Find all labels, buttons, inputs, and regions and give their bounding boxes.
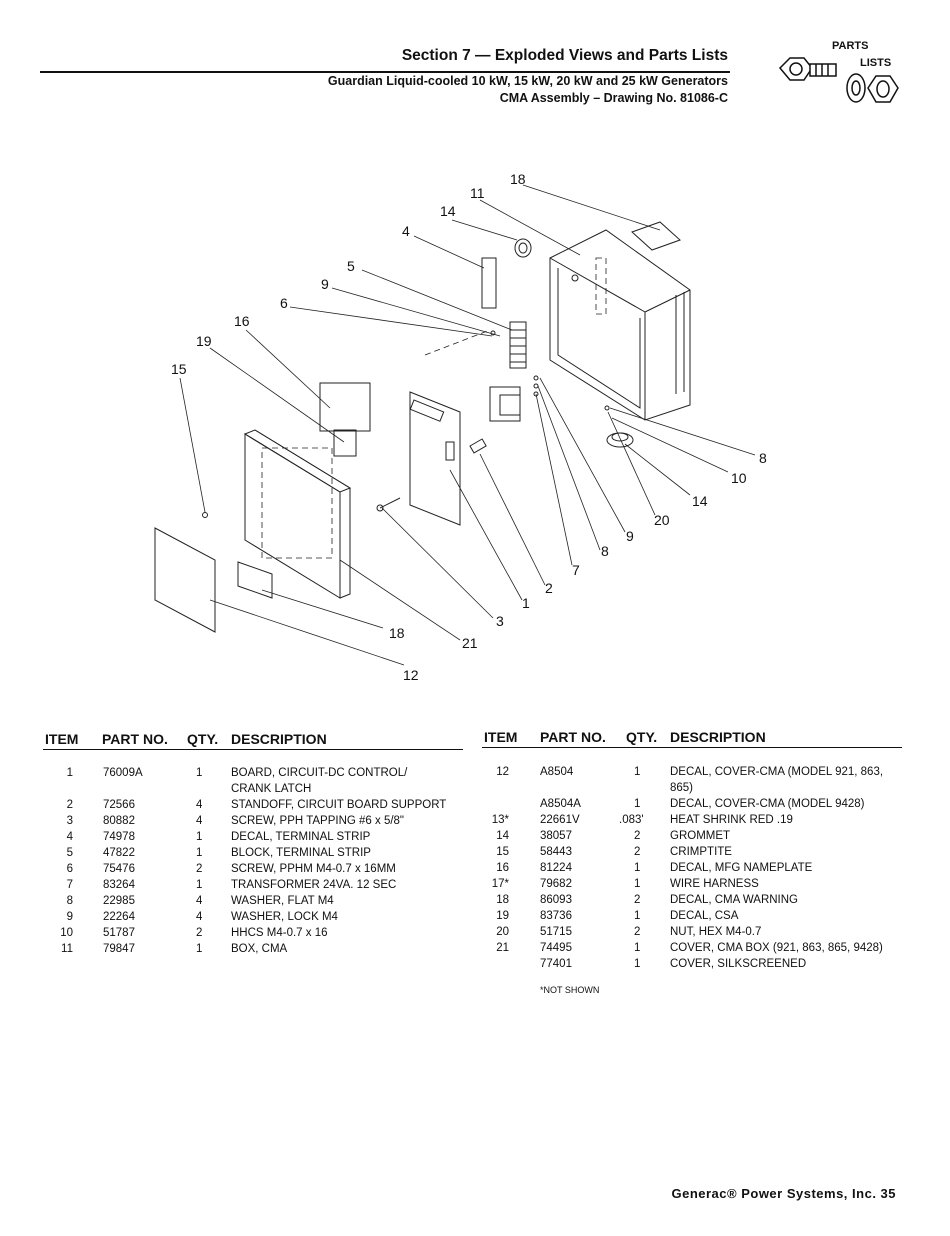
leader-lines xyxy=(179,184,756,666)
callout-14-top: 14 xyxy=(440,203,456,219)
table-row: 18 86093 2 DECAL, CMA WARNING xyxy=(496,894,799,906)
callout-12: 12 xyxy=(403,667,419,683)
terminal-block xyxy=(509,321,527,369)
table-row: 14 38057 2 GROMMET xyxy=(496,830,731,842)
callout-9-bottom: 9 xyxy=(626,528,634,544)
table-row: 8 22985 4 WASHER, FLAT M4 xyxy=(66,895,334,907)
parts-table-right: 12 A8504 1 DECAL, COVER-CMA (MODEL 921, … xyxy=(482,764,902,972)
callout-7: 7 xyxy=(572,562,580,578)
callout-3: 3 xyxy=(496,613,504,629)
callout-11: 11 xyxy=(470,185,485,201)
callout-19: 19 xyxy=(196,333,212,349)
callout-15: 15 xyxy=(171,361,187,377)
callout-9-top: 9 xyxy=(321,276,329,292)
cma-warning-decal-top xyxy=(631,221,681,251)
table-row: 15 58443 2 CRIMPTITE xyxy=(496,846,732,858)
callout-10: 10 xyxy=(731,470,747,486)
table-row: 21 74495 1 COVER, CMA BOX (921, 863, 865… xyxy=(496,942,883,954)
table-row: 7 83264 1 TRANSFORMER 24VA. 12 SEC xyxy=(66,879,397,891)
callout-5: 5 xyxy=(347,258,355,274)
section-title: Section 7 — Exploded Views and Parts Lis… xyxy=(401,47,728,64)
callout-16: 16 xyxy=(234,313,250,329)
col-qty: QTY. xyxy=(626,729,658,745)
table-row: 20 51715 2 NUT, HEX M4-0.7 xyxy=(496,926,762,938)
col-item: ITEM xyxy=(484,729,518,745)
parts-table-left: 1 76009A 1 BOARD, CIRCUIT-DC CONTROL/ CR… xyxy=(43,765,463,957)
table-row: 16 81224 1 DECAL, MFG NAMEPLATE xyxy=(496,862,813,874)
table-row: 3 80882 4 SCREW, PPH TAPPING #6 x 5/8" xyxy=(66,815,405,827)
callout-numbers: 18 11 14 4 5 9 6 16 19 15 8 10 14 20 9 8… xyxy=(171,171,767,683)
col-description: DESCRIPTION xyxy=(231,731,327,747)
callout-6: 6 xyxy=(280,295,288,311)
callout-18-bottom: 18 xyxy=(389,625,405,641)
grommet-bottom xyxy=(606,432,634,448)
badge-label-lists: LISTS xyxy=(860,57,892,69)
header-rule xyxy=(40,71,730,73)
table-header-right: ITEM PART NO. QTY. DESCRIPTION xyxy=(482,729,902,748)
terminal-strip-decal xyxy=(481,257,497,309)
callout-2: 2 xyxy=(545,580,553,596)
table-row: A8504A 1 DECAL, COVER-CMA (MODEL 9428) xyxy=(540,798,865,810)
callout-8-right: 8 xyxy=(759,450,767,466)
standoff xyxy=(469,438,487,454)
cma-box xyxy=(549,229,691,421)
table-row: 2 72566 4 STANDOFF, CIRCUIT BOARD SUPPOR… xyxy=(66,799,447,811)
callout-1: 1 xyxy=(522,595,530,611)
table-row: 77401 1 COVER, SILKSCREENED xyxy=(540,958,807,970)
table-row: 17* 79682 1 WIRE HARNESS xyxy=(491,878,759,890)
table-row: 19 83736 1 DECAL, CSA xyxy=(496,910,739,922)
table-row: 10 51787 2 HHCS M4-0.7 x 16 xyxy=(60,927,328,939)
csa-decal xyxy=(333,429,357,457)
screw xyxy=(379,497,401,509)
cma-warning-decal-bottom xyxy=(237,561,273,599)
table-row: 12 A8504 1 DECAL, COVER-CMA (MODEL 921, … xyxy=(496,766,884,794)
col-part-no: PART NO. xyxy=(102,731,168,747)
callout-8-bottom: 8 xyxy=(601,543,609,559)
not-shown-footnote: *NOT SHOWN xyxy=(540,985,600,995)
page-footer: Generac® Power Systems, Inc. 35 xyxy=(671,1186,896,1201)
table-row: 9 22264 4 WASHER, LOCK M4 xyxy=(66,911,338,923)
callout-4: 4 xyxy=(402,223,410,239)
badge-label-parts: PARTS xyxy=(832,40,869,52)
grommet-top xyxy=(514,238,532,258)
table-row: 5 47822 1 BLOCK, TERMINAL STRIP xyxy=(66,847,371,859)
table-row: 1 76009A 1 BOARD, CIRCUIT-DC CONTROL/ CR… xyxy=(66,767,408,795)
col-item: ITEM xyxy=(45,731,79,747)
drawing-title: CMA Assembly – Drawing No. 81086-C xyxy=(499,91,728,105)
table-row: 6 75476 2 SCREW, PPHM M4-0.7 x 16MM xyxy=(66,863,396,875)
table-row: 11 79847 1 BOX, CMA xyxy=(61,943,288,955)
table-header-left: ITEM PART NO. QTY. DESCRIPTION xyxy=(43,731,463,750)
callout-20: 20 xyxy=(654,512,670,528)
col-part-no: PART NO. xyxy=(540,729,606,745)
nameplate-decal xyxy=(319,382,371,432)
table-row: 13* 22661V .083' HEAT SHRINK RED .19 xyxy=(491,814,793,826)
parts-lists-badge-icon xyxy=(778,57,899,103)
exploded-view-diagram: 18 11 14 4 5 9 6 16 19 15 8 10 14 20 9 8… xyxy=(154,171,767,683)
table-row: 4 74978 1 DECAL, TERMINAL STRIP xyxy=(66,831,371,843)
circuit-board xyxy=(409,391,461,526)
callout-21: 21 xyxy=(462,635,478,651)
col-description: DESCRIPTION xyxy=(670,729,766,745)
col-qty: QTY. xyxy=(187,731,219,747)
callout-18-top: 18 xyxy=(510,171,526,187)
document-subtitle: Guardian Liquid-cooled 10 kW, 15 kW, 20 … xyxy=(327,74,728,88)
callout-14-bottom: 14 xyxy=(692,493,708,509)
transformer xyxy=(489,386,521,422)
cover-decal xyxy=(154,527,216,633)
cma-box-cover xyxy=(243,429,352,599)
